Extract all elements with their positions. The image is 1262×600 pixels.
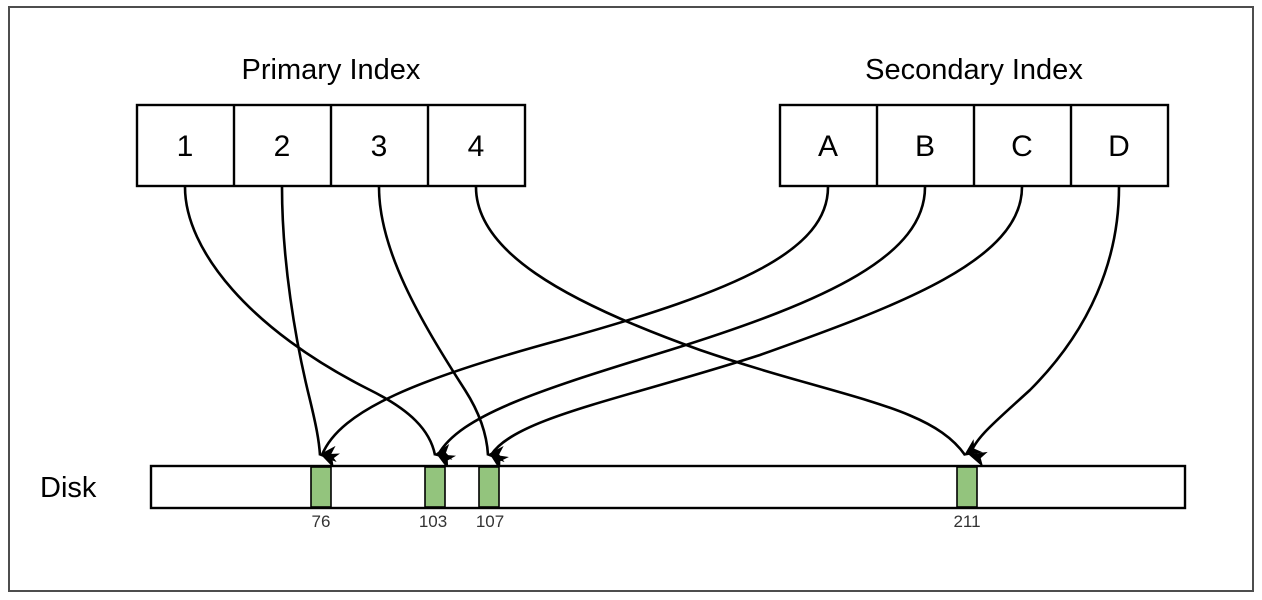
disk-block-211[interactable] bbox=[956, 466, 978, 508]
primary-cell-4[interactable]: 4 bbox=[468, 130, 485, 163]
secondary-cell-b[interactable]: B bbox=[915, 130, 935, 163]
primary-cell-3[interactable]: 3 bbox=[371, 130, 388, 163]
pointer-primary-3-to-107 bbox=[377, 186, 505, 463]
secondary-index-box: A B C D bbox=[778, 103, 1170, 188]
disk-block-107[interactable] bbox=[478, 466, 500, 508]
disk-block-label-107: 107 bbox=[476, 512, 504, 531]
pointer-secondary-c-to-107 bbox=[489, 186, 1024, 471]
primary-cell-2[interactable]: 2 bbox=[274, 130, 291, 163]
primary-cell-1[interactable]: 1 bbox=[177, 130, 194, 163]
primary-index-box: 1 2 3 4 bbox=[135, 103, 527, 188]
secondary-cell-a[interactable]: A bbox=[818, 130, 838, 163]
pointer-secondary-b-to-103 bbox=[436, 186, 927, 470]
primary-index-title: Primary Index bbox=[242, 54, 421, 86]
disk-block-76[interactable] bbox=[310, 466, 332, 508]
pointer-secondary-d-to-211 bbox=[968, 186, 1121, 468]
pointer-primary-4-to-211 bbox=[474, 186, 983, 456]
secondary-cell-c[interactable]: C bbox=[1011, 130, 1033, 163]
disk-block-label-211: 211 bbox=[953, 512, 980, 531]
disk-block-label-76: 76 bbox=[312, 512, 331, 531]
disk-block-label-103: 103 bbox=[419, 512, 447, 531]
pointer-primary-2-to-76 bbox=[280, 186, 337, 462]
pointer-primary-1-to-103 bbox=[183, 186, 453, 460]
disk-bar bbox=[149, 464, 1187, 510]
disk-block-103[interactable] bbox=[424, 466, 446, 508]
secondary-index-title: Secondary Index bbox=[865, 54, 1083, 86]
disk-label: Disk bbox=[40, 472, 97, 504]
pointer-secondary-a-to-76 bbox=[320, 186, 830, 469]
secondary-cell-d[interactable]: D bbox=[1108, 130, 1130, 163]
